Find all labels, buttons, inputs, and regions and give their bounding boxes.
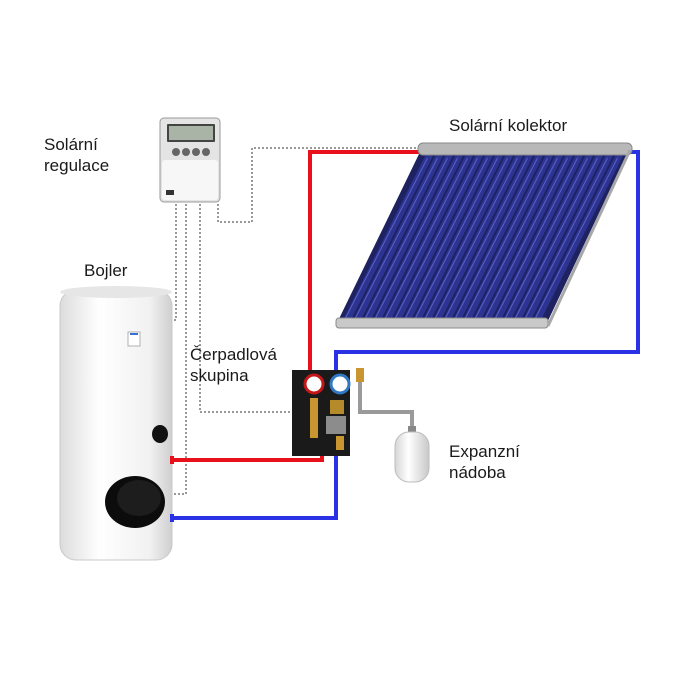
label-pump-group-line1: Čerpadlová xyxy=(190,345,277,364)
collector-tube-highlight xyxy=(385,157,468,319)
collector-tube xyxy=(523,152,613,324)
collector-tube xyxy=(513,152,603,324)
collector-tube-highlight xyxy=(415,157,498,319)
expansion-connection-pipe xyxy=(358,380,414,428)
collector-tube xyxy=(473,152,563,324)
label-pump-group: Čerpadlová skupina xyxy=(190,344,277,386)
cold-pipe-boiler-to-pump xyxy=(172,440,338,520)
collector-tube xyxy=(463,152,553,324)
collector-tube xyxy=(433,152,523,324)
collector-tube xyxy=(373,152,463,324)
cold-pipe-pump-to-collector xyxy=(334,150,640,372)
signal-wires xyxy=(168,147,418,495)
collector-tube-highlight xyxy=(515,157,598,319)
expansion-vessel-icon xyxy=(394,426,430,483)
collector-tube-highlight xyxy=(375,157,458,319)
collector-tube-highlight xyxy=(345,157,428,319)
collector-tube-highlight xyxy=(485,157,568,319)
label-expansion-line1: Expanzní xyxy=(449,442,520,461)
collector-tube xyxy=(493,152,583,324)
label-regulation-line2: regulace xyxy=(44,156,110,175)
collector-tube-highlight xyxy=(405,157,488,319)
collector-tube-highlight xyxy=(445,157,528,319)
collector-tube xyxy=(453,152,543,324)
label-pump-group-line2: skupina xyxy=(190,366,249,385)
collector-tube xyxy=(363,152,453,324)
collector-tube-highlight xyxy=(495,157,578,319)
label-boiler: Bojler xyxy=(84,261,128,280)
collector-tube xyxy=(483,152,573,324)
collector-tube xyxy=(423,152,513,324)
label-regulation: Solární regulace xyxy=(44,134,109,176)
collector-tube xyxy=(353,152,443,324)
solar-collector-icon xyxy=(335,142,633,329)
boiler-tank-icon xyxy=(59,286,174,561)
collector-tube xyxy=(403,152,493,324)
wire-regulation-boiler-bottom xyxy=(168,200,187,495)
controller-icon xyxy=(159,117,221,203)
wire-regulation-collector xyxy=(217,147,418,223)
collector-tube-highlight xyxy=(525,157,608,319)
collector-tube-highlight xyxy=(395,157,478,319)
collector-tube xyxy=(443,152,533,324)
collector-tube-highlight xyxy=(475,157,558,319)
collector-tube xyxy=(413,152,503,324)
collector-tube-highlight xyxy=(535,157,618,319)
collector-tube-highlight xyxy=(425,157,508,319)
collector-tube xyxy=(343,152,433,324)
collector-tube xyxy=(393,152,483,324)
collector-tubes xyxy=(343,152,623,324)
collector-tube-highlight xyxy=(455,157,538,319)
hot-pipe-collector-to-pump xyxy=(308,150,420,378)
collector-tube-highlight xyxy=(355,157,438,319)
collector-tube-highlight xyxy=(505,157,588,319)
collector-tube-highlight xyxy=(435,157,518,319)
collector-tube-highlight xyxy=(365,157,448,319)
label-expansion: Expanzní nádoba xyxy=(449,441,520,483)
label-collector: Solární kolektor xyxy=(449,116,568,135)
label-expansion-line2: nádoba xyxy=(449,463,506,482)
collector-tube xyxy=(503,152,593,324)
label-regulation-line1: Solární xyxy=(44,135,98,154)
collector-tube-highlight xyxy=(465,157,548,319)
pump-station-icon xyxy=(292,368,364,456)
collector-tube xyxy=(383,152,473,324)
collector-tube xyxy=(533,152,623,324)
wire-regulation-pump xyxy=(199,200,292,413)
